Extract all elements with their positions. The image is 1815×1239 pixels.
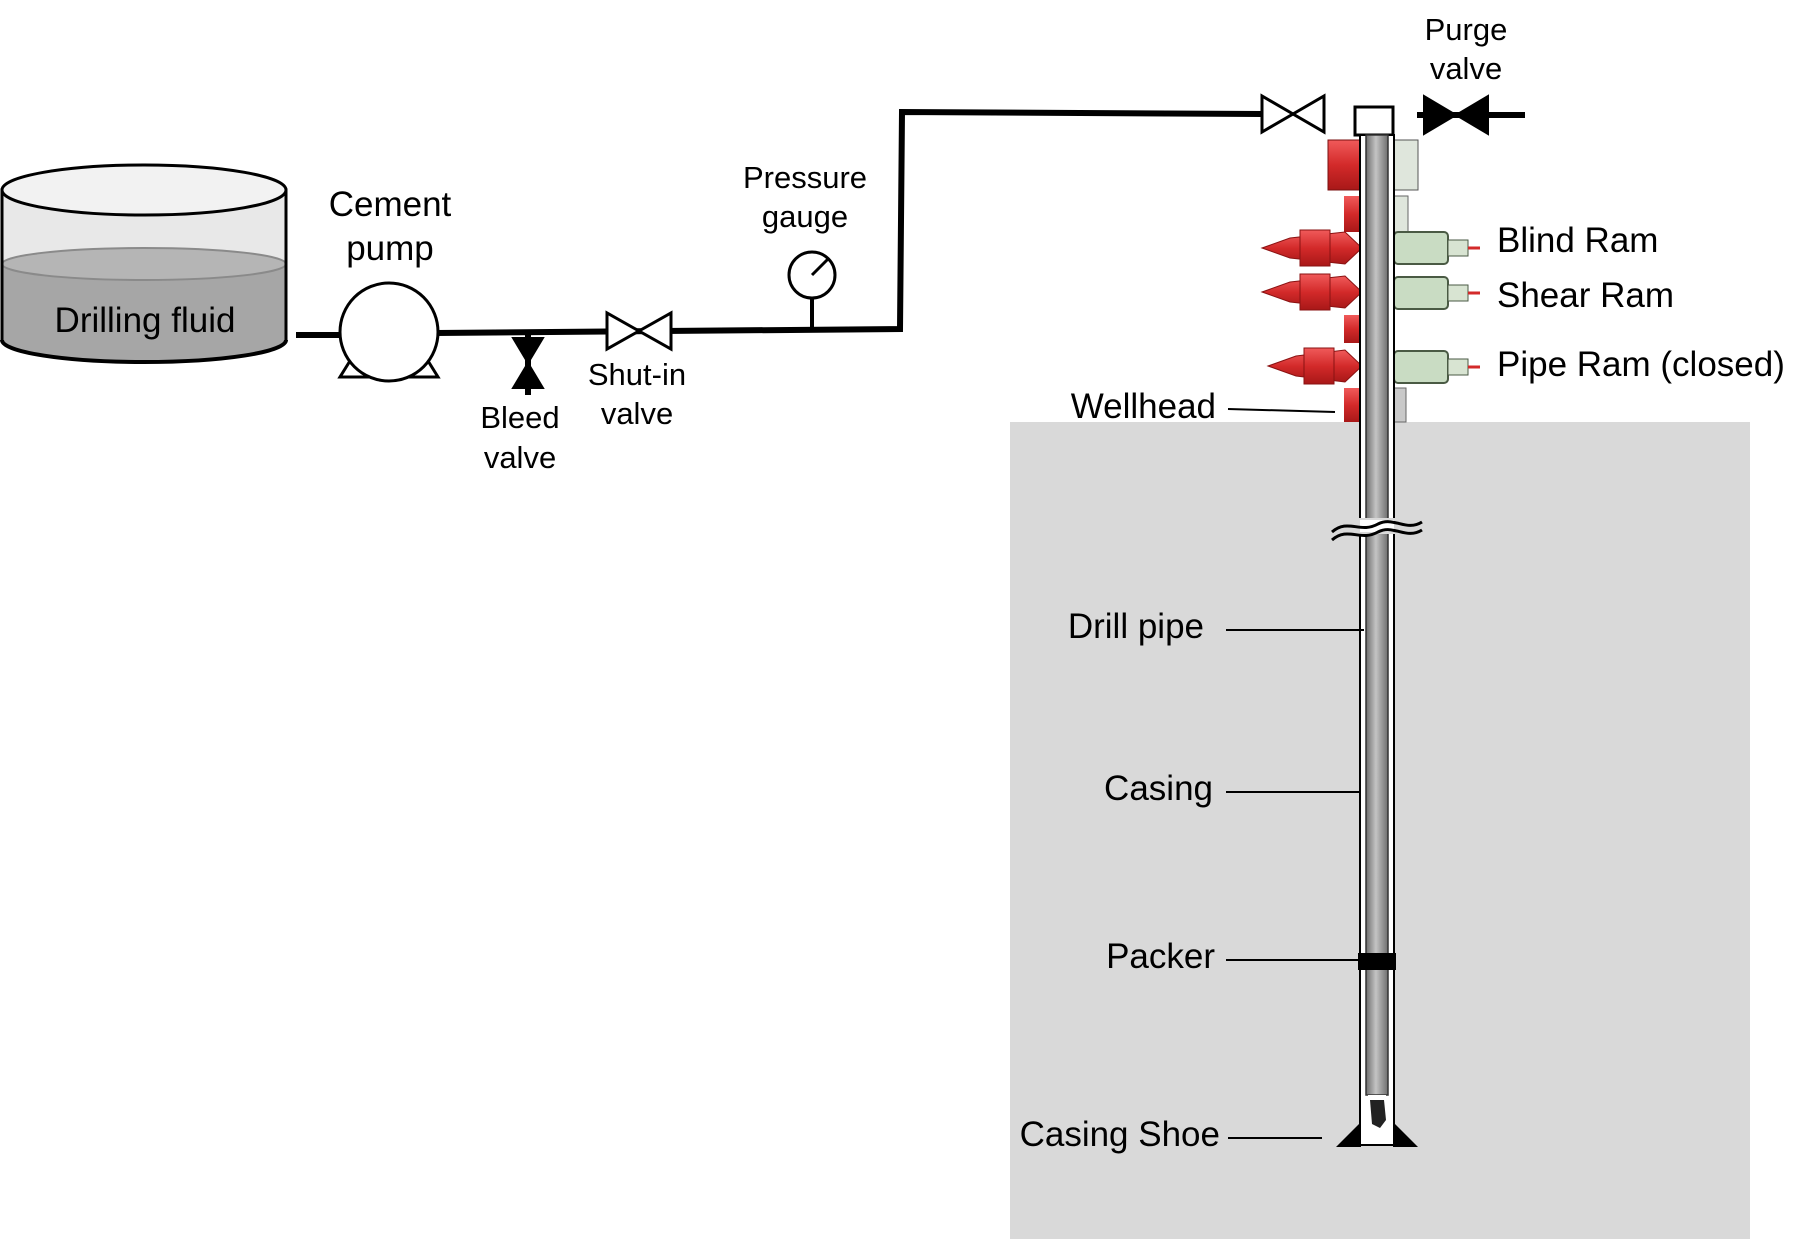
fluid-level (2, 264, 286, 362)
cement-pump-label-line1: Cement (329, 185, 452, 224)
pipe-ram-icon (1266, 347, 1480, 385)
blind-ram-icon (1260, 229, 1480, 267)
shutin-valve-icon (605, 310, 673, 352)
packer-label: Packer (1106, 937, 1215, 976)
pipe-break-mark (1330, 518, 1424, 542)
pressure-gauge-label-line1: Pressure (743, 160, 867, 195)
wellhead-cap (1353, 105, 1395, 137)
shutin-valve-label-line1: Shut-in (588, 357, 686, 392)
drill-pipe-label: Drill pipe (1068, 607, 1204, 646)
purge-valve-label-line2: valve (1430, 51, 1502, 86)
packer-icon (1358, 953, 1396, 970)
shear-ram-label: Shear Ram (1497, 276, 1674, 315)
pressure-gauge-icon (787, 250, 837, 330)
bleed-valve-label-line1: Bleed (480, 400, 559, 435)
purge-valve-icon (1423, 94, 1489, 136)
drilling-fluid-tank (0, 163, 288, 364)
purge-valve-label-line1: Purge (1425, 12, 1508, 47)
bleed-valve-icon (511, 333, 545, 395)
pipe-ram-label: Pipe Ram (closed) (1497, 345, 1785, 384)
casing-shoe-label: Casing Shoe (1020, 1115, 1220, 1154)
cement-pump-label-line2: pump (346, 229, 434, 268)
leader-lines (1226, 408, 1364, 1139)
blind-ram-label: Blind Ram (1497, 221, 1658, 260)
shear-ram-icon (1260, 273, 1480, 311)
bleed-valve-label-line2: valve (484, 440, 556, 475)
casing-shoe-icon (1336, 1095, 1418, 1147)
cement-pump-icon (337, 281, 441, 383)
drill-pipe (1365, 134, 1389, 1096)
wellhead-label: Wellhead (1071, 387, 1216, 426)
casing-label: Casing (1104, 769, 1213, 808)
shutin-valve-label-line2: valve (601, 396, 673, 431)
drilling-fluid-label: Drilling fluid (55, 301, 236, 340)
pressure-gauge-label-line2: gauge (762, 199, 848, 234)
bop-stack (1260, 139, 1480, 423)
inlet-valve-icon (1260, 93, 1326, 135)
